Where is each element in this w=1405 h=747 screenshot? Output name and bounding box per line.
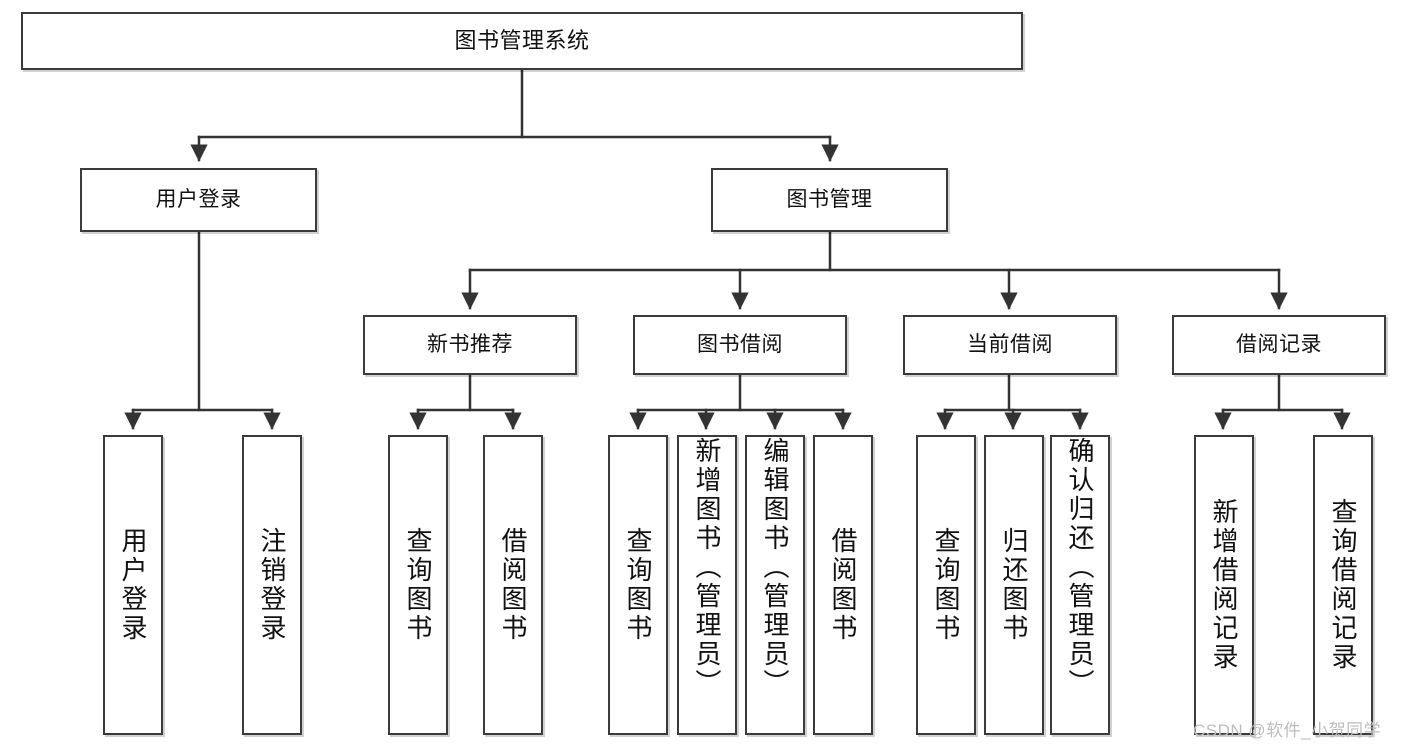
node-label: 查询图书 — [623, 527, 653, 643]
node-leaf-current-confirm-return[interactable]: 确认归还（管理员） — [1050, 435, 1110, 735]
node-leaf-borrow-add-book[interactable]: 新增图书（管理员） — [677, 435, 737, 735]
node-label: 用户登录 — [118, 527, 148, 643]
node-borrow-record[interactable]: 借阅记录 — [1172, 315, 1386, 375]
node-label: 查询图书 — [931, 527, 961, 643]
node-label: 借阅记录 — [1236, 333, 1322, 357]
node-new-book-recommend[interactable]: 新书推荐 — [363, 315, 577, 375]
node-leaf-record-search[interactable]: 查询借阅记录 — [1313, 435, 1373, 735]
node-leaf-recommend-query-book[interactable]: 查询图书 — [388, 435, 448, 735]
node-label: 当前借阅 — [967, 333, 1053, 357]
node-user-login[interactable]: 用户登录 — [80, 168, 317, 232]
node-label: 图书借阅 — [697, 333, 783, 357]
node-book-borrow[interactable]: 图书借阅 — [633, 315, 847, 375]
node-leaf-borrow-query-book[interactable]: 查询图书 — [608, 435, 668, 735]
node-label: 查询图书 — [403, 527, 433, 643]
node-label: 借阅图书 — [498, 527, 528, 643]
node-leaf-user-logout[interactable]: 注销登录 — [242, 435, 302, 735]
node-label: 新增借阅记录 — [1209, 498, 1239, 672]
node-label: 归还图书 — [999, 527, 1029, 643]
node-label: 确认归还（管理员） — [1065, 437, 1095, 698]
node-label: 查询借阅记录 — [1328, 498, 1358, 672]
node-book-manage[interactable]: 图书管理 — [711, 168, 948, 232]
node-leaf-current-return-book[interactable]: 归还图书 — [984, 435, 1044, 735]
node-label: 图书管理 — [786, 188, 873, 212]
node-label: 编辑图书（管理员） — [760, 437, 790, 698]
node-label: 新书推荐 — [427, 333, 513, 357]
csdn-watermark: CSDN @软件_小贺同学 — [1193, 721, 1382, 740]
node-leaf-recommend-borrow-book[interactable]: 借阅图书 — [483, 435, 543, 735]
node-label: 借阅图书 — [828, 527, 858, 643]
node-leaf-user-login[interactable]: 用户登录 — [103, 435, 163, 735]
node-leaf-record-add[interactable]: 新增借阅记录 — [1194, 435, 1254, 735]
node-label: 图书管理系统 — [454, 27, 590, 53]
node-label: 注销登录 — [257, 527, 287, 643]
node-leaf-borrow-edit-book[interactable]: 编辑图书（管理员） — [745, 435, 805, 735]
node-leaf-current-query-book[interactable]: 查询图书 — [916, 435, 976, 735]
node-leaf-borrow-lend-book[interactable]: 借阅图书 — [813, 435, 873, 735]
node-label: 新增图书（管理员） — [692, 437, 722, 698]
node-root-system[interactable]: 图书管理系统 — [21, 12, 1023, 70]
node-label: 用户登录 — [155, 188, 242, 212]
node-current-borrow[interactable]: 当前借阅 — [903, 315, 1117, 375]
